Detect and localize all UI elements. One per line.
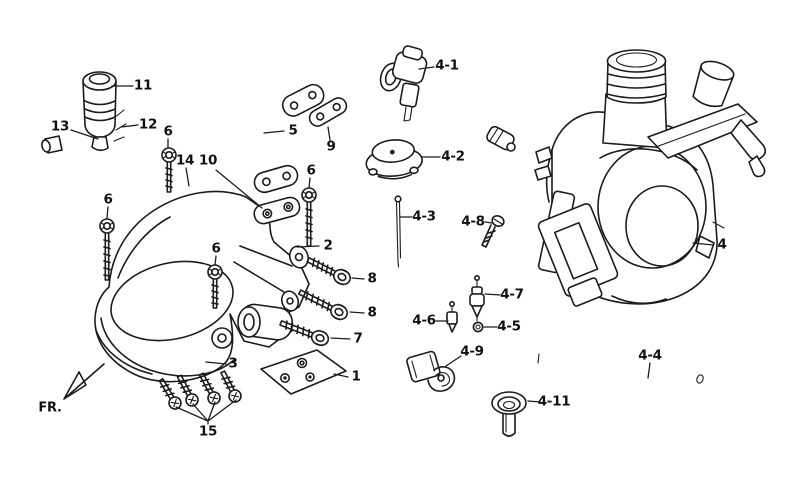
cam-housing-part-2: [211, 245, 310, 349]
callout-label-12: 12: [138, 116, 158, 133]
gasket-part-10: [253, 196, 301, 225]
front-direction-label: FR.: [38, 400, 62, 416]
callout-label-1: 1: [351, 368, 361, 385]
callout-label-4: 4: [717, 236, 727, 253]
callout-label-4-8: 4-8: [461, 213, 485, 230]
callout-label-5: 5: [288, 122, 298, 139]
callout-label-6-a: 6: [163, 123, 173, 140]
callout-label-6-d: 6: [211, 240, 221, 257]
callout-label-4-2: 4-2: [441, 148, 465, 165]
screw-part-4-8: [481, 215, 505, 248]
jet-needle-part-4-3: [394, 195, 402, 268]
callout-label-14: 14: [175, 152, 195, 169]
sensor-part-4-1: [379, 45, 516, 152]
callout-label-4-7: 4-7: [500, 286, 524, 303]
valve-part-4-6: [446, 300, 458, 333]
callout-label-3: 3: [228, 355, 238, 372]
float-needle-valve-part-4-7: [469, 274, 485, 322]
canister-part-11: [82, 71, 117, 152]
bolt-part-6-a: [161, 147, 177, 193]
bolt-part-6-d: [207, 264, 223, 309]
callout-label-4-1: 4-1: [435, 57, 459, 74]
diaphragm-cap-part-4-2: [365, 139, 423, 180]
cylinder-head-cover-part-3: [94, 190, 310, 383]
callout-label-6-c: 6: [306, 162, 316, 179]
callout-label-15: 15: [198, 423, 218, 440]
callout-label-7: 7: [353, 330, 363, 347]
fuel-hose-part-4-4: [537, 353, 704, 387]
callout-label-11: 11: [133, 77, 153, 94]
clip-part-4-5: [472, 321, 484, 333]
callout-label-4-5: 4-5: [497, 318, 521, 335]
bolt-part-8-lower: [297, 289, 349, 321]
callout-label-9: 9: [326, 138, 336, 155]
callout-label-4-6: 4-6: [412, 312, 436, 329]
callout-label-13: 13: [50, 118, 70, 135]
callout-label-2: 2: [323, 237, 333, 254]
bolt-part-6-c: [301, 187, 317, 247]
callout-label-4-4: 4-4: [638, 347, 662, 364]
leader-lines: [70, 66, 714, 425]
callout-label-10: 10: [198, 152, 218, 169]
carburetor-part-4: [534, 49, 767, 307]
callout-label-8-a: 8: [367, 270, 377, 287]
bolt-part-7: [279, 320, 330, 347]
gasket-part-9: [308, 97, 348, 127]
callout-label-8-b: 8: [367, 304, 377, 321]
callout-label-4-3: 4-3: [412, 208, 436, 225]
bolt-part-8-upper: [306, 256, 352, 286]
float-part-4-9: [406, 350, 456, 392]
bolt-part-6-b: [99, 218, 115, 281]
funnel-part-4-11: [491, 391, 527, 437]
front-direction-arrow: [63, 363, 105, 400]
callout-label-4-11: 4-11: [537, 393, 571, 410]
plate-part-1: [260, 349, 347, 395]
callout-label-4-9: 4-9: [460, 343, 484, 360]
callout-label-6-b: 6: [103, 191, 113, 208]
breather-pipe-part-5: [214, 76, 325, 194]
